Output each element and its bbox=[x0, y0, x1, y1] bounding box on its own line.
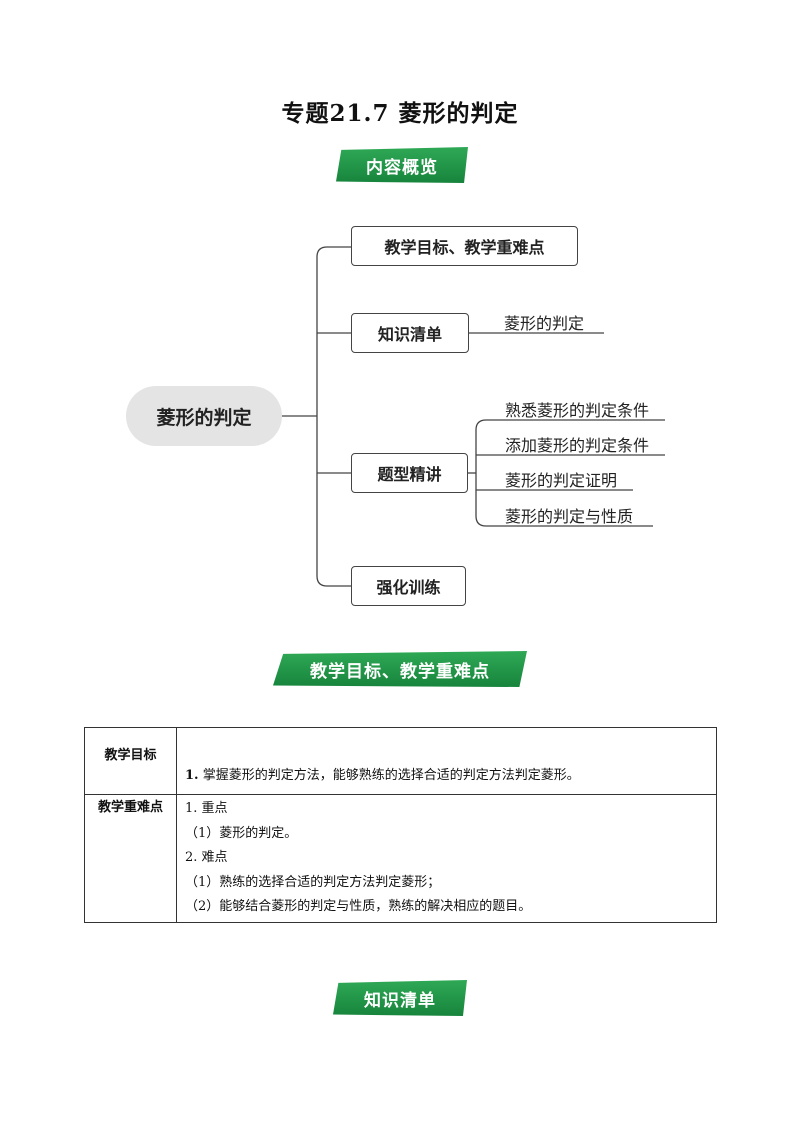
mindmap-leaf-types-4: 菱形的判定与性质 bbox=[505, 507, 634, 526]
banner-overview-label: 内容概览 bbox=[366, 157, 438, 178]
table-row: 教学重难点 1. 重点 （1）菱形的判定。 2. 难点 （1）熟练的选择合适的判… bbox=[84, 794, 717, 923]
difficulty-line: 1. 重点 bbox=[185, 801, 228, 816]
mindmap-leaf-types-2: 添加菱形的判定条件 bbox=[505, 436, 650, 455]
connector-types-trunk bbox=[475, 419, 487, 527]
mindmap-leaf-types-1: 熟悉菱形的判定条件 bbox=[505, 401, 650, 420]
mindmap-leaf-types-3: 菱形的判定证明 bbox=[505, 471, 618, 490]
mindmap-node-training: 强化训练 bbox=[351, 566, 466, 606]
mindmap-root: 菱形的判定 bbox=[126, 386, 282, 446]
mindmap-leaf-knowledge-1: 菱形的判定 bbox=[504, 314, 585, 333]
goals-table: 教学目标 1. 掌握菱形的判定方法，能够熟练的选择合适的判定方法判定菱形。 教学… bbox=[84, 727, 717, 923]
banner-knowledge-label: 知识清单 bbox=[364, 990, 436, 1011]
banner-overview: 内容概览 bbox=[336, 147, 468, 183]
goals-number: 1. bbox=[185, 767, 199, 783]
difficulty-label: 教学重难点 bbox=[84, 794, 177, 923]
page-title: 专题21.7 菱形的判定 bbox=[281, 100, 519, 127]
difficulty-line: （1）菱形的判定。 bbox=[185, 825, 298, 841]
difficulty-line: （2）能够结合菱形的判定与性质，熟练的解决相应的题目。 bbox=[185, 899, 532, 914]
mindmap-connectors bbox=[282, 246, 665, 587]
banner-goals-label: 教学目标、教学重难点 bbox=[310, 661, 490, 682]
goals-text: 掌握菱形的判定方法，能够熟练的选择合适的判定方法判定菱形。 bbox=[202, 767, 580, 783]
difficulty-line: 2. 难点 bbox=[185, 850, 228, 865]
goals-content: 1. 掌握菱形的判定方法，能够熟练的选择合适的判定方法判定菱形。 bbox=[176, 727, 717, 795]
banner-goals: 教学目标、教学重难点 bbox=[273, 651, 527, 687]
banner-knowledge: 知识清单 bbox=[333, 980, 467, 1016]
mindmap-node-knowledge: 知识清单 bbox=[351, 313, 469, 353]
connector-trunk bbox=[316, 246, 328, 587]
goals-label: 教学目标 bbox=[84, 727, 177, 795]
mindmap: 菱形的判定 教学目标、教学重难点 知识清单 题型精讲 强化训练 菱形的判定 熟悉… bbox=[126, 226, 665, 606]
difficulty-content: 1. 重点 （1）菱形的判定。 2. 难点 （1）熟练的选择合适的判定方法判定菱… bbox=[176, 794, 717, 923]
mindmap-node-goals: 教学目标、教学重难点 bbox=[351, 226, 578, 266]
mindmap-node-types: 题型精讲 bbox=[351, 453, 468, 493]
difficulty-line: （1）熟练的选择合适的判定方法判定菱形； bbox=[185, 874, 441, 890]
table-row: 教学目标 1. 掌握菱形的判定方法，能够熟练的选择合适的判定方法判定菱形。 bbox=[84, 727, 717, 795]
